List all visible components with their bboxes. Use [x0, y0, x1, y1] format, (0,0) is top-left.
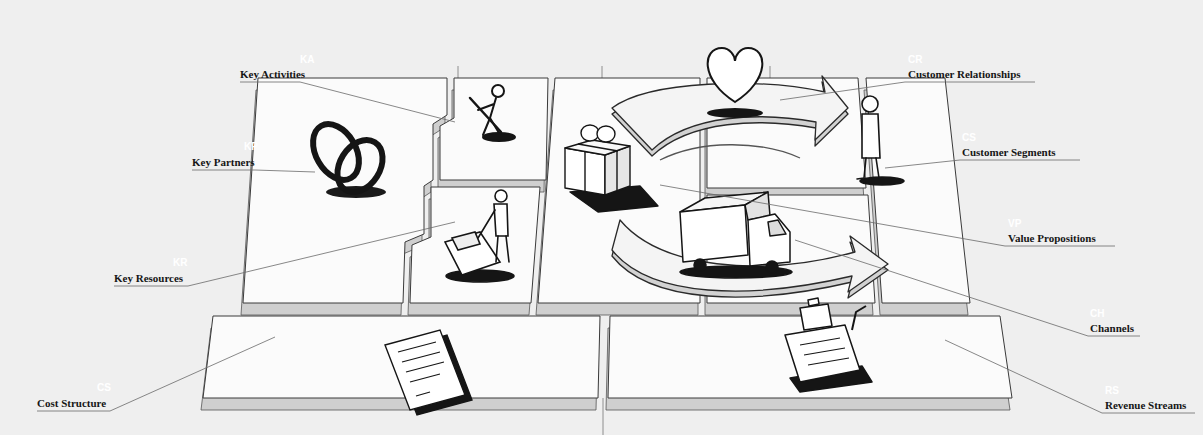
person-legs — [857, 158, 885, 179]
section-code: CS — [97, 382, 111, 394]
section-code: KA — [300, 54, 314, 66]
heart-shape — [708, 48, 763, 102]
register-icon — [785, 298, 872, 392]
leader-line — [240, 82, 455, 122]
hole-shape — [483, 133, 515, 141]
section-label: Key Resources — [114, 272, 183, 285]
leader-line — [945, 340, 1195, 413]
tick-line — [770, 66, 771, 78]
heart-icon — [707, 48, 763, 118]
leader-line — [780, 82, 1035, 100]
section-label: Value Propositions — [1008, 232, 1096, 245]
leader-line — [795, 240, 1140, 336]
inner-arc — [660, 145, 800, 160]
section-code: VP — [1008, 218, 1021, 230]
person-head — [495, 190, 507, 202]
leader-line — [192, 170, 315, 172]
tick-line — [603, 398, 604, 435]
key-resources-block — [410, 187, 540, 303]
register-body — [785, 325, 860, 382]
icon-shadow — [446, 270, 514, 282]
digger-icon — [470, 85, 515, 141]
rings-icon — [304, 116, 392, 200]
leader-lines — [37, 82, 1195, 413]
section-code: KR — [173, 257, 187, 269]
truck-cab — [748, 214, 790, 266]
icon-shadow — [707, 108, 763, 118]
section-label: Channels — [1090, 322, 1134, 335]
section-label: Key Activities — [240, 68, 305, 81]
flow-arrows — [612, 76, 888, 298]
ribbon-line — [578, 144, 618, 192]
truck-wheel — [694, 259, 706, 271]
section-label: Key Partners — [192, 156, 255, 169]
block-tops — [203, 78, 1012, 398]
leader-line — [37, 337, 275, 411]
person-limbs — [478, 210, 509, 262]
truck-window — [768, 220, 786, 236]
section-label: Revenue Streams — [1105, 399, 1186, 412]
tick-line — [458, 66, 459, 78]
tick-line — [602, 66, 603, 78]
leader-line — [885, 160, 1080, 168]
register-handle — [852, 306, 866, 330]
document-sheet — [385, 330, 465, 410]
person-body — [494, 204, 508, 236]
ring-shape — [328, 132, 392, 201]
key-activities-block — [440, 78, 548, 180]
leader-line — [660, 185, 1115, 246]
person-head — [492, 85, 504, 97]
register-display — [800, 304, 832, 330]
worker-machine-icon — [445, 190, 514, 282]
leader-line — [114, 222, 455, 286]
gift-icon — [565, 125, 658, 212]
person-head — [862, 96, 878, 112]
section-code: CR — [908, 54, 922, 66]
machine-part — [452, 232, 480, 250]
section-code: CS — [962, 132, 976, 144]
truck-cargo — [680, 205, 748, 262]
section-code: CH — [1090, 308, 1104, 320]
section-label: Customer Segments — [962, 146, 1056, 159]
document-lines — [398, 342, 444, 396]
section-label: Cost Structure — [37, 397, 106, 410]
machine-shape — [445, 232, 500, 275]
register-top — [808, 298, 819, 306]
truck-wheel — [766, 261, 778, 273]
person-icon — [857, 96, 904, 185]
section-code: RS — [1105, 385, 1119, 397]
section-code: KP — [244, 141, 258, 153]
bow-loop — [597, 126, 615, 142]
register-keys — [800, 338, 849, 365]
bow-loop — [581, 125, 599, 141]
person-body — [862, 114, 880, 158]
shovel-shape — [470, 98, 501, 132]
truck-icon — [680, 192, 792, 278]
document-icon — [385, 330, 472, 415]
section-label: Customer Relationships — [908, 68, 1021, 81]
